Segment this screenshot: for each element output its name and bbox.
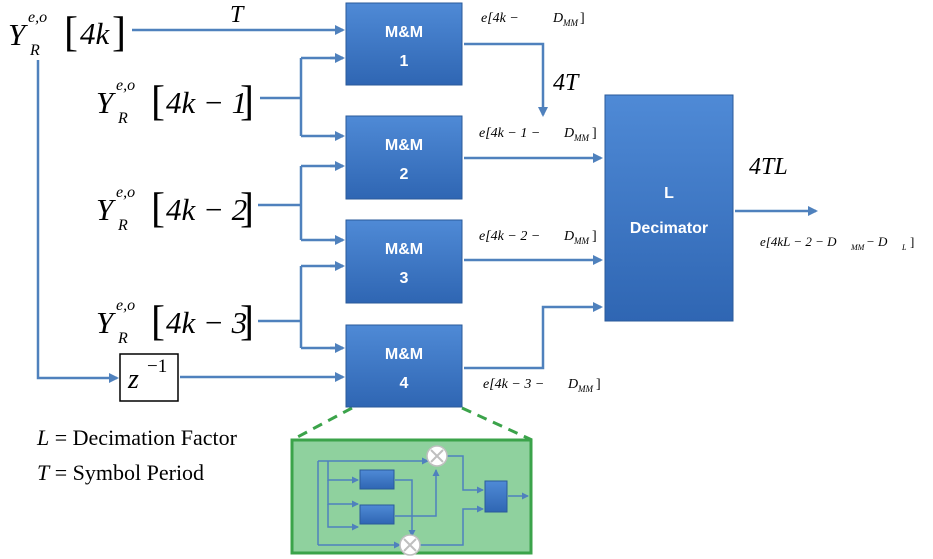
svg-text:4k − 1: 4k − 1 (166, 85, 247, 120)
zoom-line-left (291, 406, 353, 442)
decimator-output-label: e[4kL − 2 − D MM − D L ] (760, 234, 914, 252)
period-label: T (230, 2, 245, 28)
svg-text:4k: 4k (80, 16, 111, 51)
svg-text:4k − 2: 4k − 2 (166, 192, 247, 227)
inset-block-top (359, 469, 395, 490)
svg-text:]: ] (112, 10, 126, 56)
legend: L = Decimation Factor T = Symbol Period (36, 425, 238, 485)
mm-output-label-2: e[4k − 1 − D MM ] (479, 126, 597, 143)
mm-block-2-num: 2 (400, 166, 409, 183)
wire-mm4-decimator (464, 302, 603, 370)
wires (36, 25, 818, 442)
mm-block-2-title: M&M (385, 137, 423, 154)
svg-text:]: ] (596, 377, 601, 392)
svg-text:]: ] (240, 79, 254, 125)
mm-block-1-title: M&M (385, 24, 423, 41)
mm-block-3: M&M 3 (345, 219, 463, 304)
svg-text:R: R (117, 110, 128, 127)
mm-block-3-title: M&M (385, 241, 423, 258)
detail-inset (290, 438, 533, 556)
svg-text:Y: Y (96, 305, 116, 340)
svg-text:e,o: e,o (116, 184, 135, 201)
svg-text:e,o: e,o (28, 9, 47, 26)
wire-input3-fork (258, 264, 343, 350)
svg-text:e,o: e,o (116, 77, 135, 94)
svg-text:[: [ (151, 299, 165, 345)
svg-text:MM: MM (562, 18, 578, 28)
zoom-line-right (461, 406, 533, 442)
svg-text:e[4k − 1 −: e[4k − 1 − (479, 126, 540, 141)
svg-text:]: ] (592, 126, 597, 141)
input-label-1: Y e,o R [ 4k − 1 ] (96, 77, 254, 127)
multiplier-top-icon (426, 445, 448, 467)
mm-block-4-num: 4 (400, 375, 409, 392)
mm-block-1-num: 1 (400, 53, 409, 70)
svg-text:D: D (552, 11, 563, 26)
delay-block: z −1 (119, 353, 179, 402)
svg-text:D: D (563, 126, 574, 141)
svg-text:MM: MM (573, 133, 589, 143)
rate-label-4TL: 4TL (749, 154, 788, 180)
decimator-block: L Decimator (604, 94, 734, 322)
rate-label-4T: 4T (553, 70, 580, 96)
svg-text:R: R (117, 330, 128, 347)
svg-text:]: ] (580, 11, 585, 26)
legend-item-T: T = Symbol Period (37, 460, 204, 485)
svg-text:e[4k − 2 −: e[4k − 2 − (479, 229, 540, 244)
delay-exp: −1 (147, 356, 167, 377)
inset-block-output (484, 480, 508, 513)
wire-input2-fork (258, 164, 343, 242)
svg-text:[: [ (151, 186, 165, 232)
mm-block-1: M&M 1 (345, 2, 463, 86)
svg-text:R: R (117, 217, 128, 234)
mm-output-label-4: e[4k − 3 − D MM ] (483, 377, 601, 394)
svg-text:[: [ (64, 10, 78, 56)
svg-text:e[4k −: e[4k − (481, 11, 519, 26)
mm-block-2: M&M 2 (345, 115, 463, 200)
svg-text:]: ] (240, 299, 254, 345)
svg-text:]: ] (910, 234, 914, 249)
input-label-0: Y e,o R [ 4k ] (8, 9, 126, 59)
svg-text:e,o: e,o (116, 297, 135, 314)
input-label-3: Y e,o R [ 4k − 3 ] (96, 297, 254, 347)
svg-text:Y: Y (8, 17, 28, 52)
svg-text:MM: MM (577, 384, 593, 394)
svg-text:L: L (901, 243, 907, 252)
mm-block-4: M&M 4 (345, 324, 463, 408)
mm-block-4-title: M&M (385, 346, 423, 363)
svg-text:[: [ (151, 79, 165, 125)
input-label-2: Y e,o R [ 4k − 2 ] (96, 184, 254, 234)
decimator-line1: L (664, 185, 674, 202)
svg-text:− D: − D (866, 234, 888, 249)
delay-base: z (127, 364, 139, 395)
svg-text:]: ] (592, 229, 597, 244)
svg-text:]: ] (240, 186, 254, 232)
svg-text:MM: MM (850, 243, 866, 252)
inset-block-bottom (359, 504, 395, 525)
wire-input1-fork (260, 56, 343, 138)
svg-text:e[4kL − 2 − D: e[4kL − 2 − D (760, 234, 837, 249)
legend-item-L: L = Decimation Factor (36, 425, 238, 450)
svg-text:D: D (567, 377, 578, 392)
svg-text:e[4k − 3 −: e[4k − 3 − (483, 377, 544, 392)
svg-text:D: D (563, 229, 574, 244)
svg-text:R: R (29, 42, 40, 59)
svg-text:Y: Y (96, 192, 116, 227)
decimator-line2: Decimator (630, 220, 708, 237)
svg-text:MM: MM (573, 236, 589, 246)
svg-text:Y: Y (96, 85, 116, 120)
mm-output-label-1: e[4k − D MM ] (481, 11, 585, 28)
mm-block-3-num: 3 (400, 270, 409, 287)
wire-mm1-decimator (464, 42, 548, 117)
svg-text:4k − 3: 4k − 3 (166, 305, 247, 340)
multiplier-bottom-icon (399, 534, 421, 556)
mm-output-label-3: e[4k − 2 − D MM ] (479, 229, 597, 246)
wire-input0-delay (36, 60, 119, 383)
